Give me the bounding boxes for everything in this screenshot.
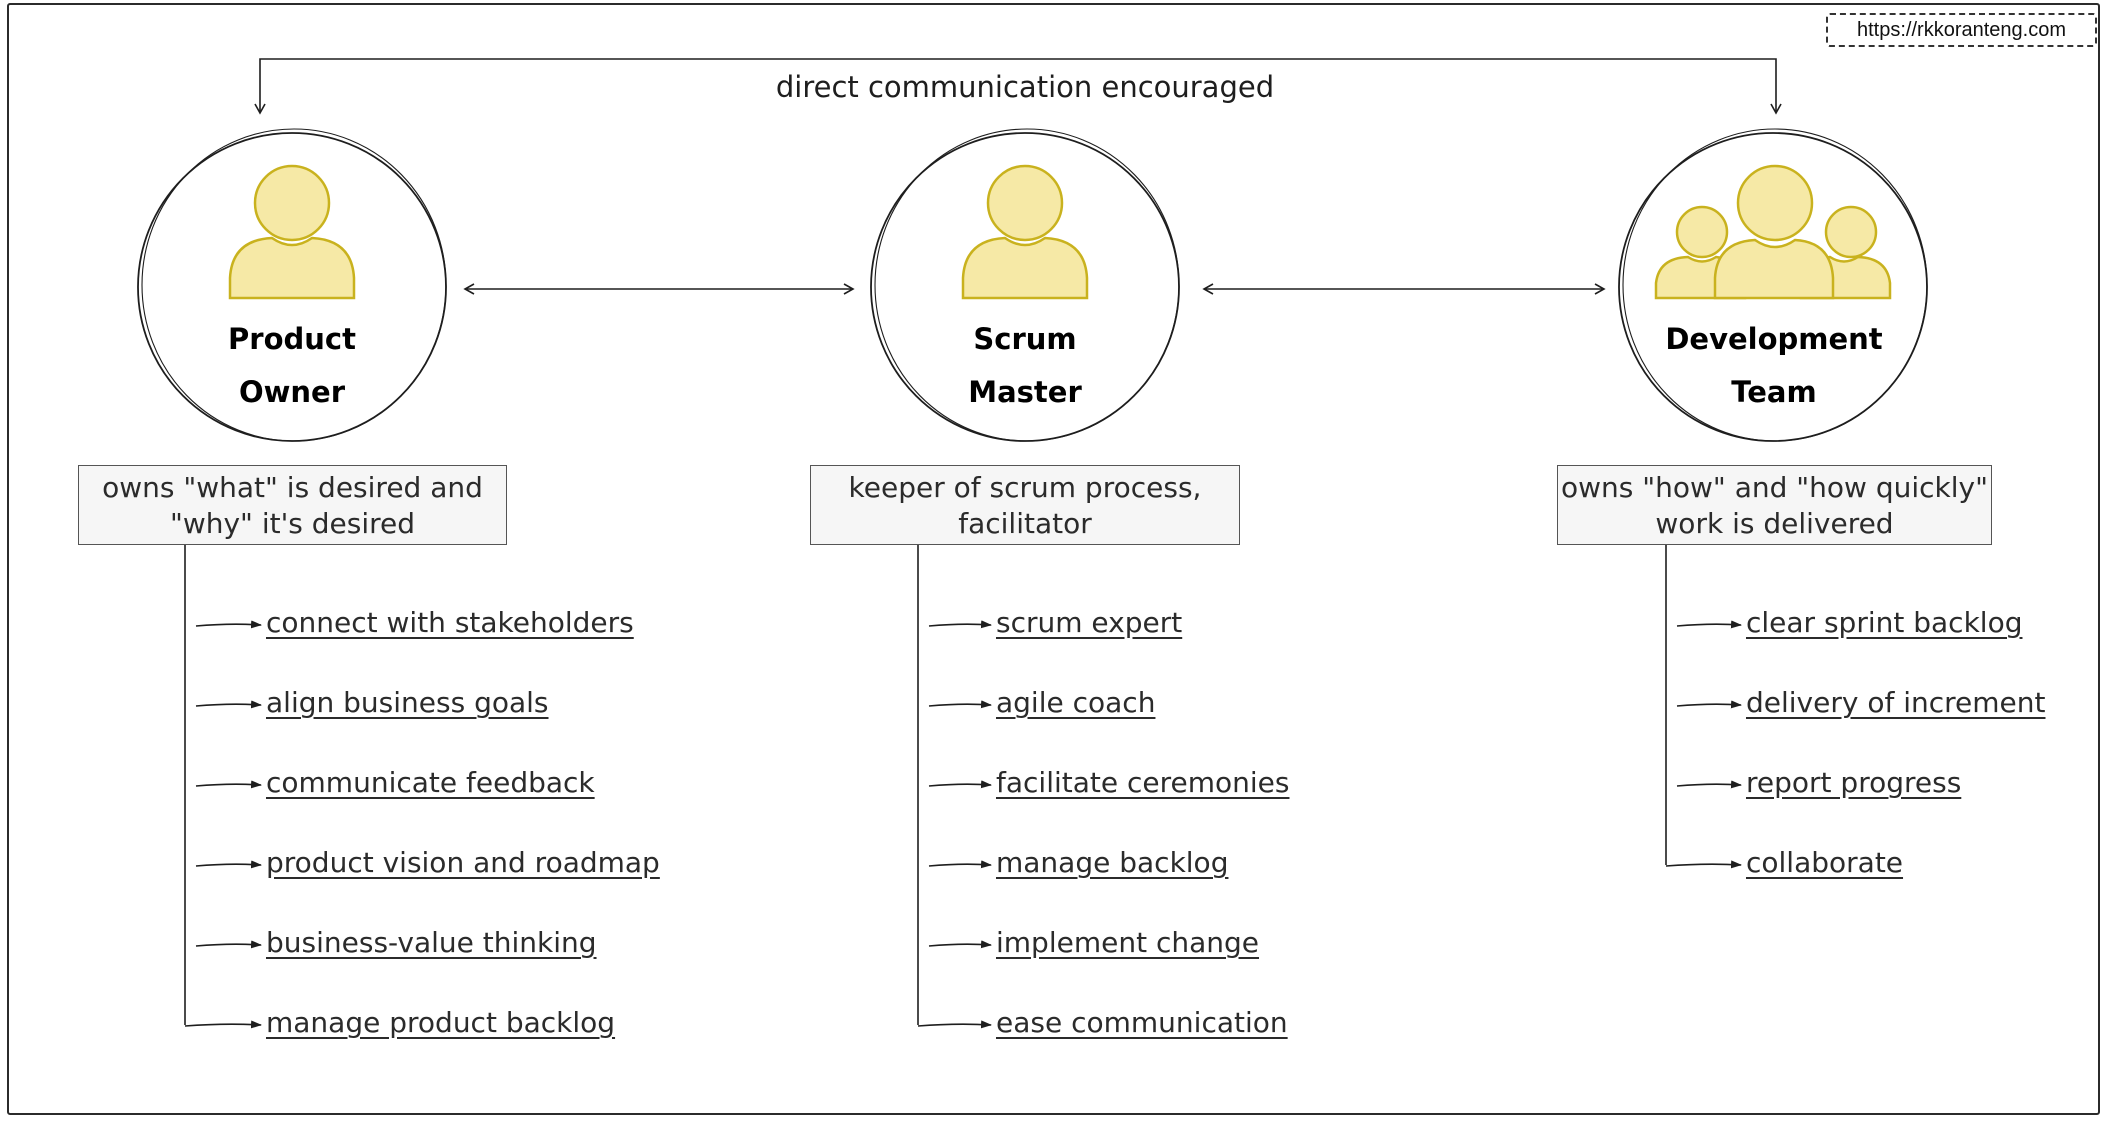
development-team-circle — [1618, 128, 1928, 442]
task-link[interactable]: report progress — [1746, 766, 1962, 799]
task-arrow — [195, 860, 262, 869]
role-name-line: Scrum — [973, 322, 1077, 356]
task-arrow — [1676, 620, 1742, 629]
task-link[interactable]: manage product backlog — [266, 1006, 616, 1039]
arrowhead-icon — [254, 103, 266, 115]
task-arrow — [1676, 780, 1742, 789]
task-connectors — [184, 545, 1742, 1029]
task-arrow — [928, 780, 992, 789]
task-link[interactable]: agile coach — [996, 686, 1156, 719]
task-link[interactable]: implement change — [996, 926, 1260, 959]
description-line: owns "what" is desired and — [102, 471, 483, 504]
task-arrow — [195, 940, 262, 949]
scrum-master-description: keeper of scrum process, facilitator — [810, 465, 1240, 545]
task-link[interactable]: align business goals — [266, 686, 549, 719]
task-link[interactable]: delivery of increment — [1746, 686, 2046, 719]
top-connector-label: direct communication encouraged — [775, 70, 1275, 104]
scrum-master-title: Scrum Master — [880, 313, 1170, 419]
task-arrow — [928, 940, 992, 949]
task-link[interactable]: business-value thinking — [266, 926, 597, 959]
task-link[interactable]: scrum expert — [996, 606, 1183, 639]
role-name-line: Development — [1665, 322, 1883, 356]
product-owner-description: owns "what" is desired and "why" it's de… — [78, 465, 507, 545]
task-arrow — [195, 620, 262, 629]
product-owner-user-icon — [228, 164, 356, 300]
communication-connector — [259, 58, 1777, 112]
role-name-line: Master — [968, 375, 1082, 409]
po-sm-link — [463, 283, 855, 295]
task-arrow — [195, 700, 262, 709]
role-name-line: Owner — [238, 375, 346, 409]
task-link[interactable]: clear sprint backlog — [1746, 606, 2023, 639]
task-arrow — [917, 1020, 992, 1029]
task-link[interactable]: ease communication — [996, 1006, 1288, 1039]
description-line: facilitator — [958, 507, 1092, 540]
task-link[interactable]: facilitate ceremonies — [996, 766, 1290, 799]
task-arrow — [928, 700, 992, 709]
task-arrow — [928, 620, 992, 629]
task-link[interactable]: collaborate — [1746, 846, 1904, 879]
canvas-frame — [7, 3, 2100, 1115]
task-arrow — [184, 1020, 262, 1029]
development-team-title: Development Team — [1629, 313, 1919, 419]
description-line: "why" it's desired — [169, 507, 416, 540]
product-owner-title: Product Owner — [147, 313, 437, 419]
task-link[interactable]: product vision and roadmap — [266, 846, 660, 879]
scrum-master-circle — [870, 128, 1180, 442]
product-owner-circle — [137, 128, 447, 442]
task-link[interactable]: manage backlog — [996, 846, 1229, 879]
arrowhead-icon — [1770, 103, 1782, 115]
description-line: keeper of scrum process, — [848, 471, 1202, 504]
task-link[interactable]: connect with stakeholders — [266, 606, 634, 639]
role-name-line: Team — [1731, 375, 1817, 409]
task-link[interactable]: communicate feedback — [266, 766, 595, 799]
task-arrow — [928, 860, 992, 869]
task-arrow — [195, 780, 262, 789]
task-arrow — [1665, 860, 1742, 869]
development-team-group-icon — [1654, 164, 1892, 300]
task-arrow — [1676, 700, 1742, 709]
description-line: work is delivered — [1655, 507, 1894, 540]
scrum-master-user-icon — [961, 164, 1089, 300]
description-line: owns "how" and "how quickly" — [1561, 471, 1988, 504]
watermark-url: https://rkkoranteng.com — [1826, 13, 2097, 47]
development-team-description: owns "how" and "how quickly" work is del… — [1557, 465, 1992, 545]
role-name-line: Product — [228, 322, 356, 356]
sm-dt-link — [1202, 283, 1606, 295]
